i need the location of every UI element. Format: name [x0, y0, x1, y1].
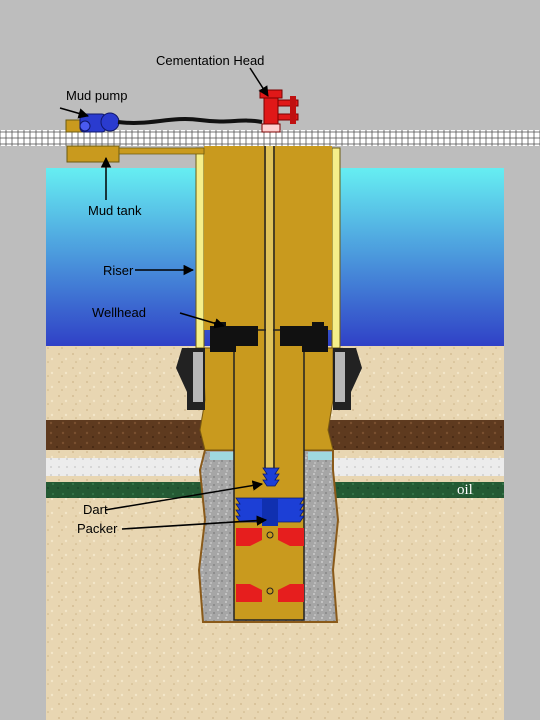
- cementation-head-manifold-2: [277, 113, 299, 121]
- wiper-plug-core: [262, 498, 278, 526]
- guide-base-left-inner: [193, 352, 203, 402]
- packer-label: Packer: [77, 521, 118, 536]
- wellhead-right-step: [312, 322, 324, 328]
- packer-element-lower-right: [278, 584, 304, 602]
- dart-plug: [262, 467, 280, 487]
- mud-pump-label: Mud pump: [66, 88, 128, 103]
- packer-valve-upper: [266, 531, 274, 539]
- cementation-head-valve: [290, 96, 296, 124]
- dart-label: Dart: [83, 502, 108, 517]
- packer-valve-lower: [266, 587, 274, 595]
- packer-element-upper: [236, 528, 262, 546]
- platform-deck: [0, 130, 540, 146]
- mud-tank-label: Mud tank: [88, 203, 142, 218]
- cementation-head-pointer: [249, 67, 269, 97]
- mud-hose: [117, 117, 263, 125]
- borehole-blue-top-right: [308, 452, 332, 460]
- oil-layer-label: oil: [457, 482, 473, 498]
- cementation-head-label: Cementation Head: [156, 53, 265, 68]
- mud-tank: [66, 145, 120, 163]
- packer-element-lower: [236, 584, 262, 602]
- cementation-head-cap: [259, 89, 283, 99]
- wellhead-housing-right: [280, 326, 328, 352]
- packer-element-upper-right: [278, 528, 304, 546]
- cementation-head-collar: [261, 123, 281, 133]
- packer-pointer: [121, 515, 268, 530]
- wellhead-housing: [210, 326, 258, 352]
- guide-base-right-inner: [335, 352, 345, 402]
- cementation-head-manifold: [277, 99, 299, 107]
- wellhead-label: Wellhead: [92, 305, 146, 320]
- mud-pump-pointer: [59, 107, 90, 119]
- dart-pointer: [104, 480, 264, 511]
- wellhead-pointer: [179, 312, 226, 329]
- mud-return-line: [118, 147, 205, 155]
- riser-right-wall: [331, 147, 341, 349]
- mud-pump-motor: [100, 112, 120, 132]
- riser-label: Riser: [103, 263, 134, 278]
- mud-pump-inlet: [79, 120, 91, 132]
- borehole-blue-top: [210, 452, 234, 460]
- drill-pipe-bore: [266, 140, 273, 470]
